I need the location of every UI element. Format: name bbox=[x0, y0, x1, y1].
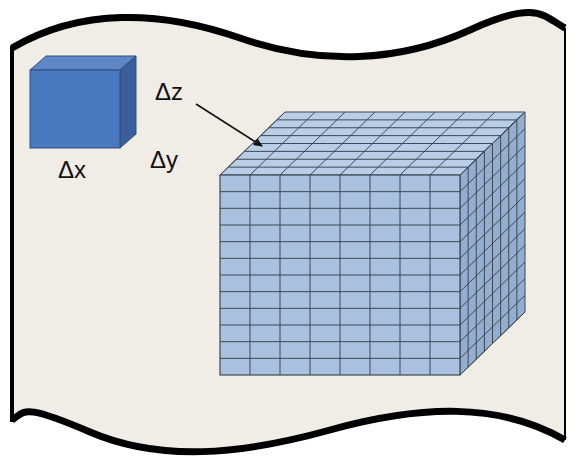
grid-line bbox=[460, 295, 525, 358]
grid-line bbox=[460, 179, 525, 242]
grid-line bbox=[220, 258, 460, 259]
grid-block bbox=[220, 112, 525, 375]
grid-line bbox=[460, 229, 525, 292]
paper-panel bbox=[12, 13, 565, 452]
grid-line bbox=[220, 225, 460, 226]
wavy-border-top bbox=[12, 13, 565, 57]
grid-line bbox=[460, 145, 525, 208]
grid-line bbox=[220, 358, 460, 359]
grid-line bbox=[460, 312, 525, 375]
grid-line bbox=[220, 291, 460, 292]
grid-line bbox=[220, 208, 460, 209]
grid-line bbox=[277, 119, 517, 120]
grid-line bbox=[220, 325, 460, 326]
cube-top bbox=[30, 56, 136, 70]
grid-line bbox=[460, 245, 525, 308]
dimension-label: Δx bbox=[58, 158, 86, 182]
panel-edge-right bbox=[564, 28, 566, 440]
leader-arrow bbox=[196, 104, 262, 146]
grid-line bbox=[220, 341, 460, 342]
grid-line bbox=[244, 151, 484, 152]
grid-front-face bbox=[220, 175, 460, 375]
wavy-border-bottom bbox=[12, 411, 565, 451]
small-cube bbox=[30, 56, 136, 148]
grid-line bbox=[228, 167, 468, 168]
grid-line bbox=[460, 262, 525, 325]
dimension-label: Δy bbox=[150, 148, 178, 172]
dimension-label: Δz bbox=[155, 80, 183, 104]
grid-line bbox=[460, 279, 525, 342]
grid-line bbox=[269, 127, 509, 128]
grid-line bbox=[460, 112, 525, 175]
grid-line bbox=[220, 241, 460, 242]
grid-line bbox=[460, 162, 525, 225]
grid-line bbox=[220, 308, 460, 309]
grid-line bbox=[460, 212, 525, 275]
cube-front bbox=[30, 70, 120, 148]
grid-line bbox=[460, 129, 525, 192]
grid-line bbox=[261, 135, 501, 136]
grid-line bbox=[220, 275, 460, 276]
panel-edge-left bbox=[10, 46, 14, 422]
grid-line bbox=[253, 143, 493, 144]
grid-line bbox=[460, 195, 525, 258]
cube-side bbox=[120, 56, 136, 148]
grid-line bbox=[220, 191, 460, 192]
grid-line bbox=[236, 159, 476, 160]
